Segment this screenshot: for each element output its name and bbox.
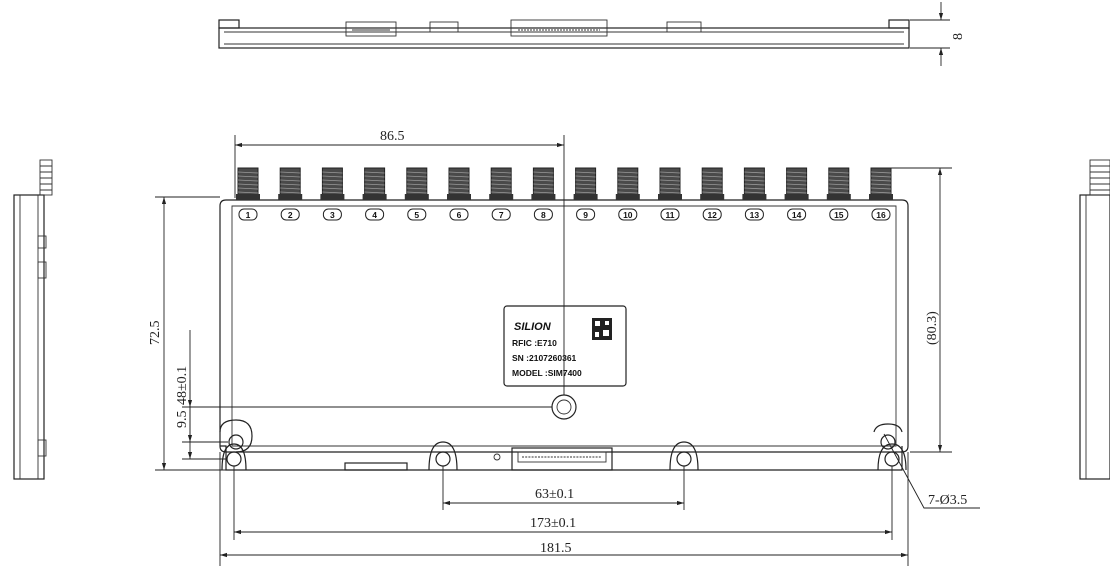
dim-48: 48±0.1 [175, 366, 190, 405]
port-number: 1 [246, 210, 251, 220]
antenna-connector [869, 167, 893, 201]
hole-bottom-left [226, 451, 242, 467]
antenna-connector [531, 167, 556, 201]
port-number: 7 [499, 210, 504, 220]
port-label-2: 2 [280, 208, 300, 221]
port-number: 2 [288, 210, 293, 220]
left-side-view [13, 159, 53, 480]
dim-80-3: (80.3) [925, 311, 940, 345]
port-number: 10 [623, 210, 633, 220]
right-side-view [1079, 159, 1110, 480]
center-mounting-hole [551, 394, 577, 420]
dim-9-5: 9.5 [175, 411, 190, 429]
port-label-5: 5 [407, 208, 427, 221]
bottom-slot [344, 462, 408, 471]
port-label-12: 12 [702, 208, 722, 221]
antenna-connector [320, 167, 345, 201]
port-number: 6 [457, 210, 462, 220]
product-label [503, 305, 627, 387]
port-label-16: 16 [871, 208, 891, 221]
bottom-connector [511, 447, 613, 471]
hole-bottom-mid-left [435, 451, 451, 467]
port-number: 3 [330, 210, 335, 220]
top-connector-large [510, 19, 608, 37]
antenna-connector [362, 167, 387, 201]
port-number: 14 [792, 210, 802, 220]
dimension-lines: 86.5 72.5 48±0.1 9.5 (80.3) 63±0.1 173±0… [148, 129, 980, 566]
port-number: 11 [666, 210, 675, 220]
label-model: MODEL :SIM7400 [512, 368, 582, 378]
hole-right-upper [880, 434, 896, 450]
dim-hole-callout: 7-Ø3.5 [928, 493, 967, 508]
dim-86-5: 86.5 [380, 129, 405, 144]
label-sn: SN :2107260361 [512, 353, 577, 363]
label-rfic: RFIC :E710 [512, 338, 557, 348]
antenna-connector [573, 167, 598, 201]
port-label-11: 11 [660, 208, 680, 221]
port-label-3: 3 [322, 208, 342, 221]
port-label-13: 13 [744, 208, 764, 221]
left-antenna-connector [39, 159, 53, 196]
dim-top-height: 8 [951, 33, 966, 40]
antenna-connector [404, 167, 429, 201]
port-number: 16 [876, 210, 886, 220]
antenna-connector [278, 167, 303, 201]
port-label-7: 7 [491, 208, 511, 221]
label-brand: SILION [514, 321, 552, 333]
antenna-connector [489, 167, 514, 201]
port-label-15: 15 [829, 208, 849, 221]
port-number: 15 [834, 210, 844, 220]
port-number: 8 [541, 210, 546, 220]
port-label-4: 4 [365, 208, 385, 221]
dim-173: 173±0.1 [530, 516, 576, 531]
dim-63: 63±0.1 [535, 487, 574, 502]
port-number: 12 [707, 210, 717, 220]
hole-bottom-mid-right [676, 451, 692, 467]
antenna-connector [826, 167, 851, 201]
hole-lobe-left-upper [219, 419, 253, 453]
antenna-connector [658, 167, 682, 201]
port-label-14: 14 [787, 208, 807, 221]
port-number: 9 [583, 210, 588, 220]
port-label-1: 1 [238, 208, 258, 221]
antenna-connector [615, 167, 640, 201]
port-label-8: 8 [533, 208, 553, 221]
port-label-10: 10 [618, 208, 638, 221]
port-number: 5 [414, 210, 419, 220]
dim-181-5: 181.5 [540, 541, 572, 556]
port-number: 13 [750, 210, 760, 220]
antenna-connector [742, 167, 767, 201]
port-number: 4 [372, 210, 377, 220]
hole-bottom-right [884, 451, 900, 467]
antenna-connectors [236, 167, 893, 201]
top-connector-small [345, 21, 397, 37]
antenna-connector [447, 167, 471, 201]
antenna-connector [236, 167, 260, 201]
antenna-connector [784, 167, 809, 201]
antenna-connector [700, 167, 725, 201]
dim-72-5: 72.5 [148, 321, 163, 346]
top-profile-view: 8 [218, 2, 966, 66]
port-label-6: 6 [449, 208, 469, 221]
port-label-9: 9 [576, 208, 596, 221]
